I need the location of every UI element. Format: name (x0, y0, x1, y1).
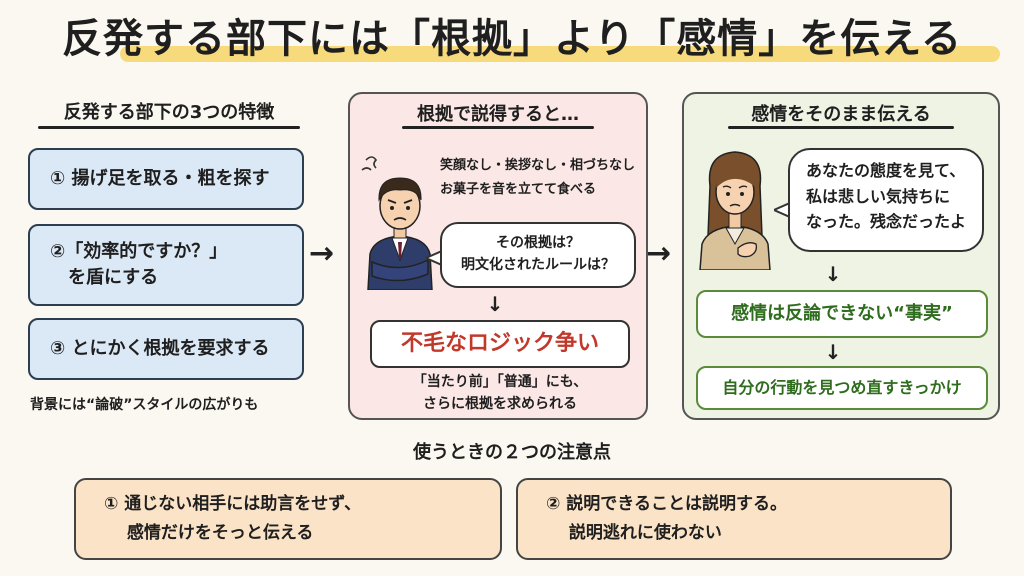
speech-bubble-tail (426, 249, 444, 267)
logic-footnote: 「当たり前」「普通」にも、 さらに根拠を求められる (360, 372, 640, 415)
behavior-line-2: お菓子を音を立てて食べる (440, 182, 597, 198)
title-highlight (120, 46, 1000, 62)
emotion-speech-bubble: あなたの態度を見て、 私は悲しい気持ちに なった。残念だったよ (788, 148, 984, 252)
right-arrow-icon: → (646, 236, 672, 271)
speech-bubble-tail (774, 201, 792, 219)
trait-2-line-2: を盾にする (50, 267, 159, 288)
right-arrow-icon: → (309, 236, 335, 271)
left-heading: 反発する部下の3つの特徴 (63, 102, 275, 123)
caution-2-line-1: ② 説明できることは説明する。 (546, 494, 787, 514)
trait-box-2: ②「効率的ですか？」 を盾にする (28, 224, 304, 306)
emotion-panel-heading: 感情をそのまま伝える (751, 104, 931, 125)
emotion-bubble-line-1: あなたの態度を見て、 (806, 161, 966, 180)
emotion-reflection-box: 自分の行動を見つめ直すきっかけ (696, 366, 988, 410)
cautions-heading: 使うときの２つの注意点 (413, 442, 611, 463)
sad-woman-illustration (699, 151, 771, 270)
emotion-bubble-line-2: 私は悲しい気持ちに (806, 186, 951, 206)
emotion-bubble-line-3: なった。残念だったよ (806, 212, 967, 232)
down-arrow-icon: ↓ (824, 340, 842, 364)
footnote-line-2: さらに根拠を求められる (423, 395, 577, 412)
logic-speech-bubble: その根拠は？ 明文化されたルールは？ (440, 222, 636, 288)
bubble-line-1: その根拠は？ (496, 235, 580, 251)
trait-box-1: ① 揚げ足を取る・粗を探す (28, 148, 304, 210)
trait-2-line-1: ②「効率的ですか？」 (50, 240, 228, 262)
bubble-line-2: 明文化されたルールは？ (461, 257, 615, 274)
page-title: 反発する部下には「根拠」より「感情」を伝える (62, 16, 962, 62)
logic-result-box: 不毛なロジック争い (370, 320, 630, 368)
caution-box-1: ① 通じない相手には助言をせず、 感情だけをそっと伝える (74, 478, 502, 560)
footnote-line-1: 「当たり前」「普通」にも、 (412, 374, 588, 390)
caution-box-2: ② 説明できることは説明する。 説明逃れに使わない (516, 478, 952, 560)
emotion-fact-box: 感情は反論できない“事実” (696, 290, 988, 338)
left-heading-underline (38, 126, 300, 129)
frustrated-man-illustration (361, 156, 433, 290)
down-arrow-icon: ↓ (486, 292, 504, 316)
down-arrow-icon: ↓ (824, 262, 842, 286)
caution-1-line-2: 感情だけをそっと伝える (104, 522, 314, 543)
logic-heading-underline (402, 126, 594, 129)
behavior-line-1: 笑顔なし・挨拶なし・相づちなし (440, 158, 636, 173)
emotion-panel (682, 92, 1000, 420)
logic-panel-heading: 根拠で説得すると… (417, 104, 579, 125)
trait-box-3: ③ とにかく根拠を要求する (28, 318, 304, 380)
trait-1-text: ① 揚げ足を取る・粗を探す (50, 167, 270, 189)
logic-behavior-note: 笑顔なし・挨拶なし・相づちなし お菓子を音を立てて食べる (440, 154, 644, 202)
trait-3-text: ③ とにかく根拠を要求する (50, 337, 270, 359)
emotion-heading-underline (728, 126, 954, 129)
left-note: 背景には“論破”スタイルの広がりも (30, 397, 259, 413)
caution-2-line-2: 説明逃れに使わない (546, 522, 722, 543)
caution-1-line-1: ① 通じない相手には助言をせず、 (104, 494, 362, 514)
